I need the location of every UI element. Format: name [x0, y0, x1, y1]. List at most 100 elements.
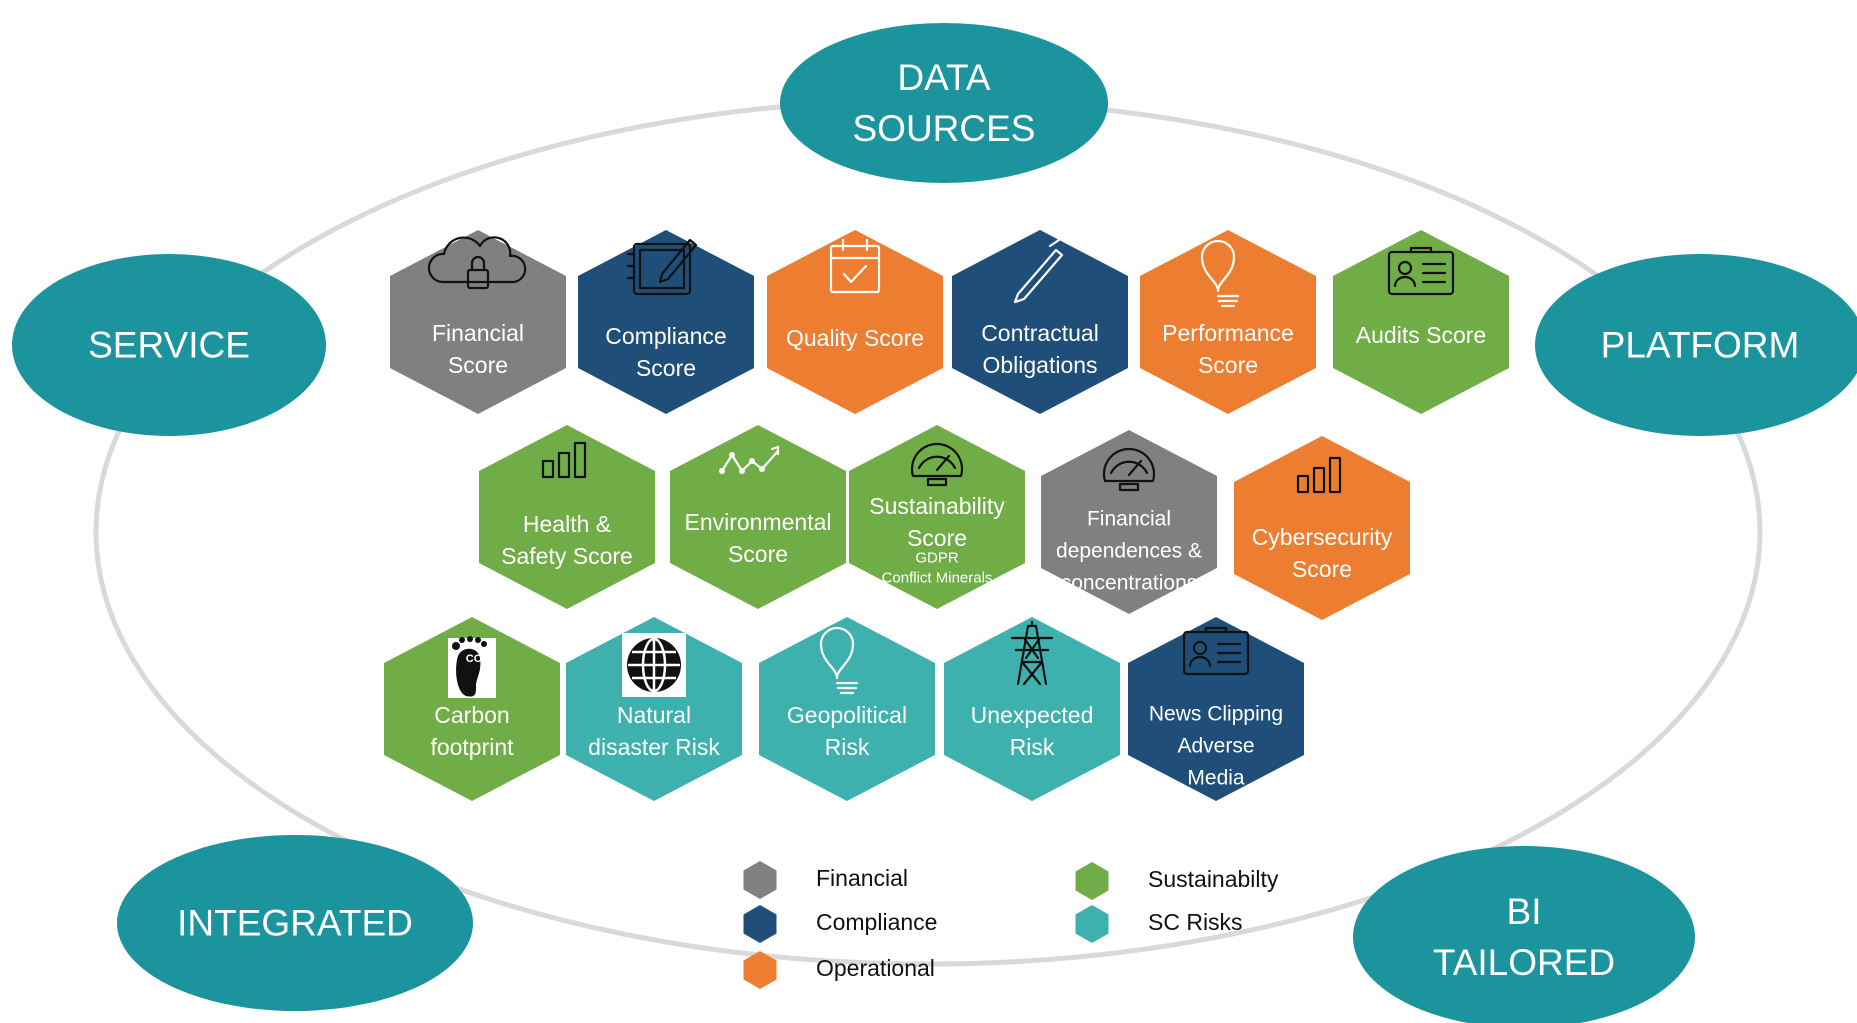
oval-shape — [780, 23, 1108, 183]
hex-shape — [479, 425, 655, 609]
id-card-icon — [1182, 626, 1250, 676]
hex-label: Score — [1198, 352, 1258, 378]
oval-label: SERVICE — [88, 325, 250, 366]
legend-label: Compliance — [816, 909, 937, 935]
hex-sublabel: GDPR — [915, 550, 959, 567]
hex-label: Compliance — [605, 323, 726, 349]
hex-sublabel: Conflict Minerals — [882, 570, 993, 587]
hex-shape — [566, 617, 742, 801]
bar-chart-icon — [1296, 456, 1342, 494]
hex-health-safety-score: Health & Safety Score — [479, 425, 655, 609]
hex-label: Geopolitical — [787, 702, 907, 728]
hex-label: Score — [448, 352, 508, 378]
legend-swatch — [743, 951, 777, 989]
hex-label: Score — [636, 355, 696, 381]
svg-text:CO: CO — [466, 653, 483, 665]
hex-label: dependences & — [1056, 540, 1202, 563]
tablet-pen-icon — [626, 238, 698, 296]
calendar-check-icon — [829, 238, 881, 294]
hex-label: Environmental — [684, 509, 831, 535]
hex-label: Safety Score — [501, 543, 633, 569]
hex-label: Media — [1187, 767, 1245, 790]
hex-shape — [1333, 230, 1509, 414]
hex-label: Audits Score — [1356, 322, 1486, 348]
legend-label: Financial — [816, 865, 908, 891]
legend-item-sustainability: Sustainabilty — [1075, 862, 1279, 900]
legend-swatch — [1075, 905, 1109, 943]
hex-label: Carbon — [434, 702, 509, 728]
power-tower-icon — [1010, 620, 1054, 686]
hex-label: concentrations — [1061, 572, 1198, 595]
hex-label: footprint — [430, 734, 514, 760]
hex-shape — [759, 617, 935, 801]
hex-label: Risk — [1010, 734, 1055, 760]
hex-label: Score — [728, 541, 788, 567]
hex-label: Risk — [825, 734, 870, 760]
oval-shape — [1353, 846, 1695, 1023]
hex-label: News Clipping — [1149, 703, 1283, 726]
oval-shape — [1535, 254, 1857, 436]
oval-integrated: INTEGRATED — [117, 835, 473, 1011]
gauge-icon — [910, 442, 964, 487]
oval-label: DATA — [897, 57, 991, 98]
hex-label: Adverse — [1177, 735, 1254, 758]
oval-label: BI — [1507, 891, 1542, 932]
legend-swatch — [743, 905, 777, 943]
oval-label: SOURCES — [853, 108, 1036, 149]
legend-label: Operational — [816, 955, 935, 981]
hex-audits-score: Audits Score — [1333, 230, 1509, 414]
pillar-ovals: DATA SOURCES SERVICE PLATFORM INTEGRATED BI TA… — [12, 23, 1857, 1023]
co2-footprint-icon: CO — [448, 636, 496, 698]
oval-label: TAILORED — [1433, 942, 1615, 983]
trend-line-icon — [719, 445, 780, 474]
hex-label: Health & — [523, 511, 611, 537]
hex-financial-dependences: Financial dependences & concentrations — [1041, 430, 1217, 614]
hex-label: Unexpected — [971, 702, 1094, 728]
oval-label: PLATFORM — [1601, 325, 1800, 366]
hex-label: Performance — [1162, 320, 1294, 346]
bar-chart-icon — [541, 441, 587, 479]
hex-label: Quality Score — [786, 325, 924, 351]
oval-service: SERVICE — [12, 254, 326, 436]
legend-item-operational: Operational — [743, 951, 935, 989]
hex-label: Cybersecurity — [1252, 524, 1393, 550]
hex-shape — [384, 617, 560, 801]
hex-label: Score — [907, 525, 967, 551]
oval-platform: PLATFORM — [1535, 254, 1857, 436]
hex-label: Obligations — [982, 352, 1097, 378]
hex-label: Sustainability — [869, 493, 1005, 519]
hex-shape — [944, 617, 1120, 801]
lightbulb-icon — [819, 626, 859, 695]
legend-label: SC Risks — [1148, 909, 1243, 935]
legend-item-compliance: Compliance — [743, 905, 937, 943]
globe-icon — [622, 633, 686, 697]
legend-swatch — [743, 861, 777, 899]
lightbulb-icon — [1200, 239, 1240, 308]
pen-icon — [1013, 236, 1064, 304]
hex-shape — [578, 230, 754, 414]
gauge-icon — [1102, 447, 1156, 492]
hex-label: Financial — [432, 320, 524, 346]
oval-shape — [12, 254, 326, 436]
cloud-lock-icon — [427, 236, 527, 290]
hex-shape — [1140, 230, 1316, 414]
hex-label: Financial — [1087, 508, 1171, 531]
hex-shape — [849, 425, 1025, 609]
legend-label: Sustainabilty — [1148, 866, 1279, 892]
oval-data-sources: DATA SOURCES — [780, 23, 1108, 183]
oval-label: INTEGRATED — [177, 903, 413, 944]
oval-bi-tailored: BI TAILORED — [1353, 846, 1695, 1023]
hex-label: disaster Risk — [588, 734, 720, 760]
hex-shape — [767, 230, 943, 414]
oval-shape — [117, 835, 473, 1011]
